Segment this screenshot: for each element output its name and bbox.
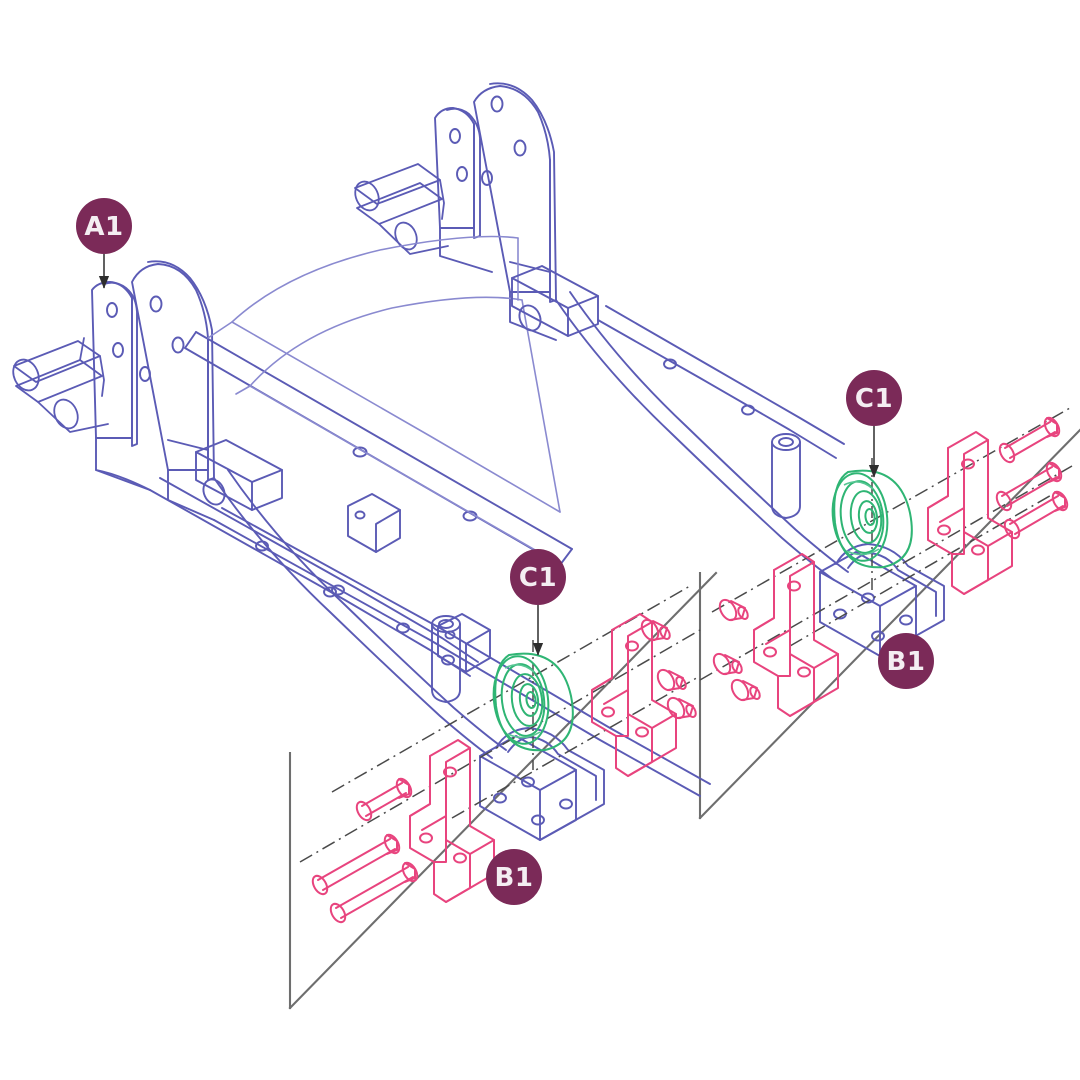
bracket-left-inner — [409, 739, 495, 903]
chassis-arm-right-lower — [555, 291, 849, 581]
assembly-axis-lines — [299, 407, 1073, 863]
fastener-short-bolt-left-2 — [656, 668, 687, 692]
badge-label: B1 — [887, 647, 926, 677]
callout-badge-c1-left[interactable]: C1 — [510, 549, 566, 605]
chassis-end-boss-right — [354, 163, 449, 255]
chassis-arm-left-lower — [213, 469, 507, 759]
bracket-right-outer — [927, 431, 1013, 595]
u-channel-left — [479, 727, 605, 841]
fastener-long-pin-right-3 — [1003, 490, 1069, 540]
badge-label: A1 — [84, 212, 123, 242]
hardware-left-region — [311, 613, 697, 924]
chassis-post-left — [431, 615, 461, 703]
badge-circle — [878, 633, 934, 689]
fastener-short-bolt-right-1 — [718, 598, 749, 622]
badge-circle — [846, 370, 902, 426]
badge-label: C1 — [519, 563, 557, 593]
chassis-rail-front — [95, 469, 479, 677]
hardware-right-region — [712, 416, 1069, 717]
axis-right-upper — [711, 407, 1071, 613]
callout-badge-b1-right[interactable]: B1 — [878, 633, 934, 689]
fastener-short-bolt-right-2 — [712, 652, 743, 676]
bracket-right-inner — [753, 553, 839, 717]
badge-circle — [486, 849, 542, 905]
fastener-long-pin-left-1 — [355, 777, 413, 822]
callout-badge-a1[interactable]: A1 — [76, 198, 132, 254]
fastener-long-pin-left-3 — [329, 861, 419, 924]
fastener-long-pin-left-2 — [311, 833, 401, 896]
roller-right — [831, 469, 913, 569]
fastener-short-bolt-left-1 — [640, 618, 671, 642]
detail-region-right — [698, 428, 1080, 820]
chassis-upright-ear-rear-right — [473, 82, 557, 341]
region-right-diagonal-edge — [698, 428, 1080, 820]
chassis-rail-right-lower — [597, 305, 845, 459]
chassis-junction-boss-left — [195, 439, 283, 511]
badge-circle — [510, 549, 566, 605]
fastener-short-bolt-right-3 — [730, 678, 761, 702]
fastener-short-bolt-left-3 — [666, 696, 697, 720]
chassis-main-frame — [12, 82, 945, 841]
callout-badge-b1-left[interactable]: B1 — [486, 849, 542, 905]
roller-left — [492, 652, 574, 752]
fastener-long-pin-right-2 — [995, 461, 1063, 512]
chassis-upright-ear-rear-left — [131, 260, 215, 521]
callout-leaders — [98, 254, 880, 656]
badge-label: B1 — [495, 863, 534, 893]
chassis-junction-boss-right — [511, 265, 599, 337]
fastener-long-pin-right-1 — [998, 416, 1061, 464]
badge-circle — [76, 198, 132, 254]
chassis-center-tab — [347, 493, 401, 553]
axis-right-mid — [789, 489, 1061, 647]
chassis-upright-ear-front-left — [91, 281, 151, 491]
detail-region-left — [288, 571, 718, 1010]
chassis-post-right — [771, 433, 801, 519]
axis-left-mid — [451, 675, 701, 819]
chassis-rail-rear — [213, 507, 711, 797]
callout-badge-c1-right[interactable]: C1 — [846, 370, 902, 426]
badge-label: C1 — [855, 384, 893, 414]
chassis-center-panel — [207, 235, 561, 563]
region-left-diagonal-edge — [288, 571, 718, 1010]
